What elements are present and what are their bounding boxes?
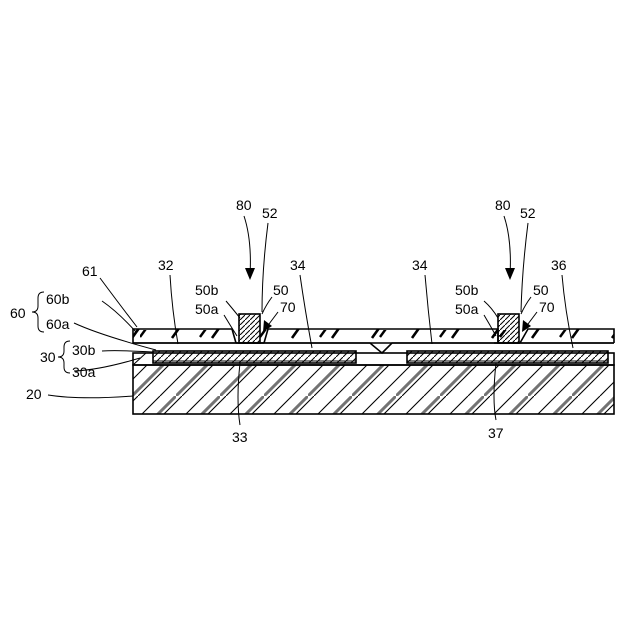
- label-36: 36: [551, 257, 567, 273]
- arrow-80-left: [244, 216, 255, 280]
- wiring-32-33: [153, 351, 356, 363]
- label-52-right: 52: [520, 205, 536, 221]
- label-20: 20: [26, 386, 42, 402]
- label-80-left: 80: [236, 197, 252, 213]
- bracket-30: [58, 341, 70, 373]
- label-50a-left: 50a: [195, 301, 219, 317]
- label-30a: 30a: [72, 364, 96, 380]
- label-37: 37: [488, 425, 504, 441]
- label-60a: 60a: [46, 316, 70, 332]
- label-50b-right: 50b: [455, 282, 479, 298]
- substrate-20: [133, 365, 614, 414]
- label-30: 30: [40, 349, 56, 365]
- bracket-60: [32, 292, 44, 332]
- wiring-34-36-37: [407, 351, 608, 363]
- label-60: 60: [10, 305, 26, 321]
- bump-50-left: [236, 314, 264, 343]
- arrow-80-right: [504, 216, 515, 280]
- label-50-right: 50: [533, 282, 549, 298]
- label-50b-left: 50b: [195, 282, 219, 298]
- label-50-left: 50: [273, 282, 289, 298]
- layer-60b: [133, 329, 614, 343]
- label-70-left: 70: [280, 299, 296, 315]
- label-70-right: 70: [539, 299, 555, 315]
- label-34-left: 34: [290, 257, 306, 273]
- label-50a-right: 50a: [455, 301, 479, 317]
- bump-50-right: [494, 314, 520, 343]
- label-52-left: 52: [262, 205, 278, 221]
- label-30b: 30b: [72, 342, 96, 358]
- label-61: 61: [82, 263, 98, 279]
- label-32: 32: [158, 257, 174, 273]
- label-33: 33: [232, 429, 248, 445]
- label-80-right: 80: [495, 197, 511, 213]
- label-60b: 60b: [46, 291, 70, 307]
- label-34-right: 34: [412, 257, 428, 273]
